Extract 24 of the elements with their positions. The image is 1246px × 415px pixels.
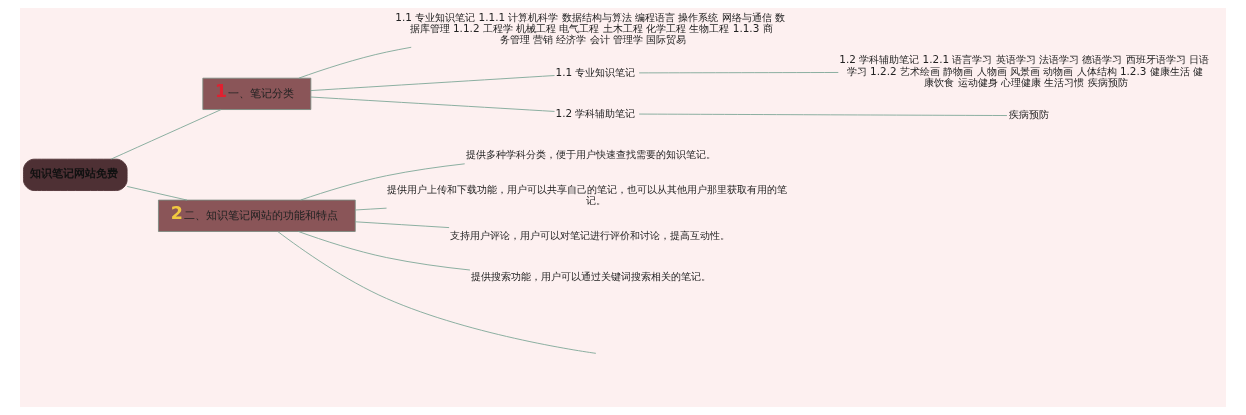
node-box: 1一、笔记分类 [202,77,312,110]
connector [310,75,555,91]
node-text: 疾病预防 [1009,108,1050,121]
connector [354,207,387,211]
connector [310,96,555,112]
node-text: 提供用户上传和下载功能，用户可以共享自己的笔记，也可以从其他用户那里获取有用的笔记。 [387,182,788,207]
connector [354,221,450,229]
node-text: 提供搜索功能，用户可以通过关键词搜索相关的笔记。 [471,270,712,283]
connector [298,46,412,79]
connector [110,109,222,160]
node-box: 知识笔记网站免费 [23,158,128,191]
connector [638,72,839,74]
node-text: 支持用户评论，用户可以对笔记进行评价和讨论，提高互动性。 [450,229,731,242]
node-text: 1.2 学科辅助笔记 [555,106,636,119]
node-text: 1.2 学科辅助笔记 1.2.1 语言学习 英语学习 法语学习 德语学习 西班牙语学习 日语学习 1.2.2 艺术绘画 静物画 人物画 风景画 动物画 人体结构 1.2.3 健康生活 健康饮食 运动健身 心理健康 生活习惯 疾病预防 [839,53,1210,89]
connector [300,163,466,201]
connector [297,231,471,271]
connector [277,231,597,354]
node-text: 提供多种学科分类，便于用户快速查找需要的知识笔记。 [465,147,716,160]
connector [638,113,1008,116]
connector [126,186,188,201]
node-text: 1.1 专业知识笔记 1.1.1 计算机科学 数据结构与算法 编程语言 操作系统 网络与通信 数据库管理 1.1.2 工程学 机械工程 电气工程 土木工程 化学工程 生物工程 1.1.3 商务管理 营销 经济学 会计 管理学 国际贸易 [395,10,785,46]
node-box: 2二、知识笔记网站的功能和特点 [158,199,356,232]
node-text: 1.1 专业知识笔记 [555,65,636,78]
